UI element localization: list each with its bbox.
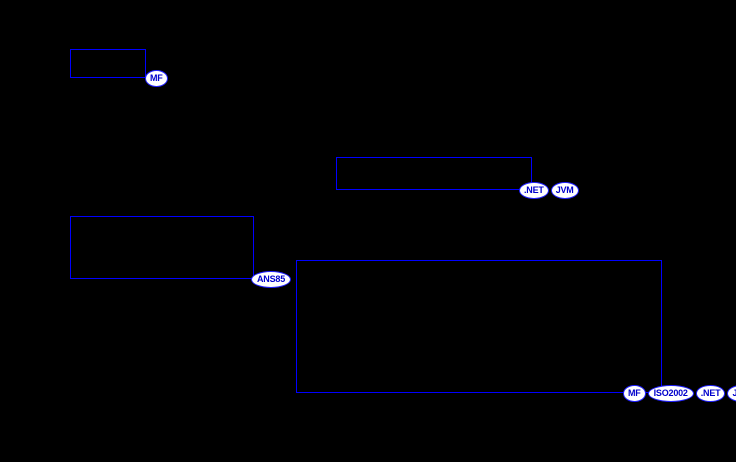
platform-tag-dotnet[interactable]: .NET <box>519 182 549 199</box>
diagram-node[interactable] <box>70 216 254 279</box>
platform-tag-ans85[interactable]: ANS85 <box>251 271 292 288</box>
diagram-node[interactable] <box>70 49 146 78</box>
node-tag-group: ANS85 <box>251 271 292 288</box>
node-tag-group: MF <box>145 70 168 87</box>
platform-tag-mf[interactable]: MF <box>623 385 646 402</box>
platform-tag-dotnet[interactable]: .NET <box>695 385 726 402</box>
diagram-node[interactable] <box>296 260 662 393</box>
diagram-node[interactable] <box>336 157 532 190</box>
platform-tag-jvm[interactable]: JVM <box>727 385 736 402</box>
platform-tag-mf[interactable]: MF <box>145 70 168 87</box>
platform-tag-iso2002[interactable]: ISO2002 <box>647 385 694 402</box>
platform-tag-jvm[interactable]: JVM <box>550 182 579 199</box>
